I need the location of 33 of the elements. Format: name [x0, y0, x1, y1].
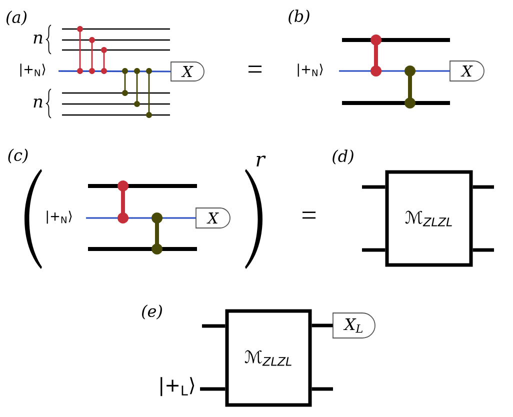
ket-label: |+$_{N}$⟩ [20, 64, 46, 77]
register-size-label: n [34, 98, 42, 108]
parenthesis [245, 169, 262, 269]
wire [202, 324, 226, 328]
measurement-box: X [450, 60, 484, 82]
ket-label: |+$_{L}$⟩ [160, 377, 194, 396]
wire [362, 185, 386, 189]
panel-label: (b) [288, 10, 310, 24]
equals-sign: = [302, 212, 316, 219]
exponent-label: r [256, 156, 266, 166]
wire [472, 185, 494, 189]
operation-box: ℳ$_{ZLZL}$ [225, 309, 312, 407]
wire [472, 248, 494, 252]
ket-label: |+$_{N}$⟩ [298, 64, 323, 77]
wire [86, 217, 196, 219]
wire [312, 324, 333, 328]
parenthesis [24, 169, 42, 269]
panel-label: (d) [332, 150, 354, 164]
wire [58, 70, 171, 72]
wire [362, 248, 386, 252]
register-size-label: n [34, 34, 42, 44]
panel-label: (a) [6, 10, 26, 26]
panel-label: (c) [8, 148, 28, 164]
panel-label: (e) [142, 304, 162, 320]
operation-box: ℳ$_{ZLZL}$ [385, 170, 473, 267]
wire [200, 387, 226, 391]
measurement-box: X$_{L}$ [332, 312, 376, 338]
measurement-box: X [196, 208, 230, 228]
wire [339, 70, 450, 72]
measurement-box: X [170, 62, 204, 82]
ket-label: |+$_{N}$⟩ [46, 210, 72, 224]
equals-sign: = [248, 66, 262, 73]
wire [312, 387, 333, 391]
